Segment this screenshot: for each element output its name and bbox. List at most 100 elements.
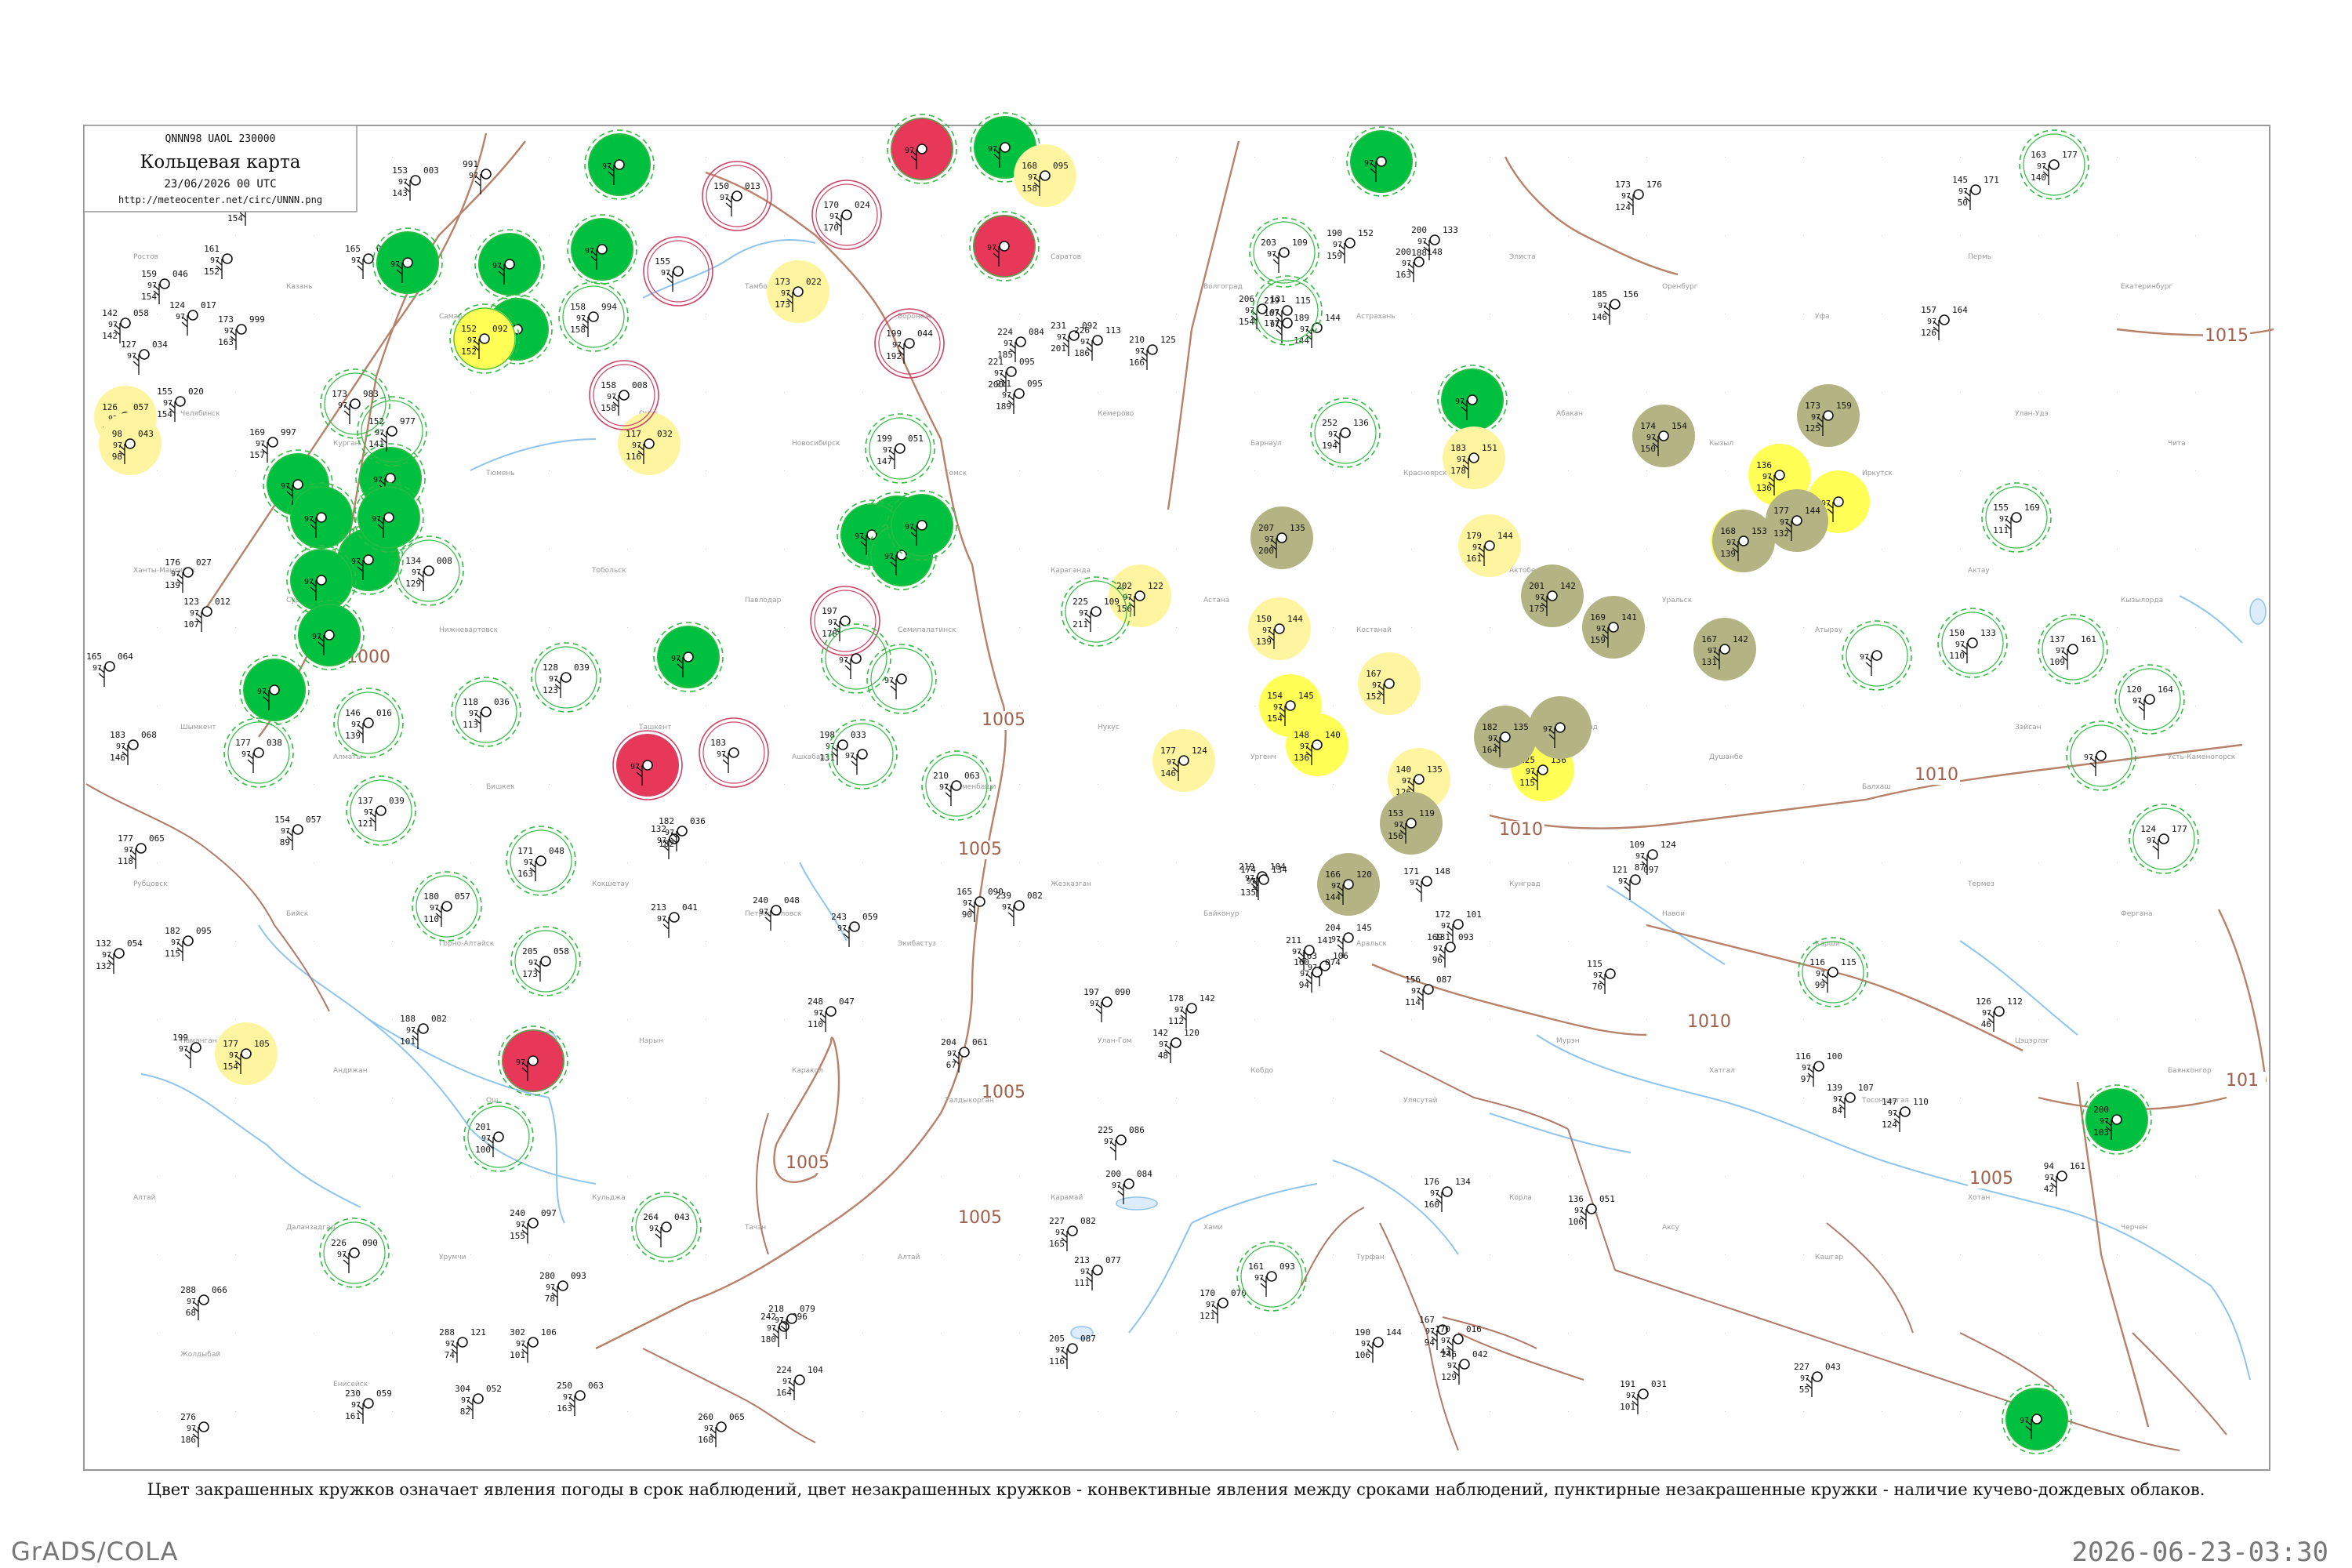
wind-barb bbox=[1817, 416, 1824, 436]
station-temp-value: 304 bbox=[455, 1384, 470, 1394]
station-pressure-value: 135 bbox=[1427, 764, 1443, 775]
station-dewpoint-value: 159 bbox=[1590, 635, 1606, 645]
place-name-label: Саратов bbox=[1051, 253, 1081, 261]
station-pressure-value: 039 bbox=[389, 796, 405, 806]
station-temp-value: 94 bbox=[2044, 1161, 2055, 1171]
wind-barb bbox=[2042, 165, 2049, 185]
wind-barb bbox=[1272, 252, 1279, 273]
station-cloud-cover bbox=[1453, 919, 1464, 930]
wind-barb bbox=[1624, 880, 1631, 900]
wind-barb bbox=[176, 572, 183, 593]
station-visibility-value: 97 bbox=[351, 720, 361, 729]
station-visibility-value: 97 bbox=[312, 633, 321, 641]
station-visibility-value: 97 bbox=[1958, 187, 1968, 196]
station-cloud-cover bbox=[771, 905, 782, 916]
station-pressure-value: 051 bbox=[1599, 1194, 1615, 1204]
wind-barb bbox=[590, 249, 597, 270]
station-cloud-cover bbox=[457, 1337, 468, 1348]
wind-barb bbox=[860, 535, 867, 555]
station-visibility-value: 97 bbox=[947, 1050, 956, 1058]
station-cloud-cover bbox=[292, 479, 303, 490]
station-pressure-value: 097 bbox=[1643, 865, 1659, 875]
station-cloud-cover bbox=[1633, 189, 1644, 200]
wind-barb bbox=[1652, 436, 1659, 456]
isobar-line bbox=[2076, 1081, 2150, 1428]
wind-barb bbox=[1580, 1209, 1587, 1229]
wind-barb bbox=[1461, 400, 1468, 420]
cumulonimbus-ring bbox=[2019, 129, 2089, 200]
station-cloud-cover bbox=[2158, 833, 2169, 844]
wind-barb bbox=[1933, 320, 1940, 340]
convective-inner-ring bbox=[397, 539, 460, 602]
river-line bbox=[140, 1073, 361, 1208]
wind-barb bbox=[310, 517, 317, 538]
station-temp-value: 173 bbox=[218, 314, 234, 325]
place-name-label: Алтай bbox=[898, 1254, 920, 1261]
station-cloud-cover bbox=[1547, 590, 1558, 601]
station-cloud-cover bbox=[1586, 1203, 1597, 1214]
station-visibility-value: 97 bbox=[481, 1134, 491, 1143]
station-visibility-value: 97 bbox=[1726, 539, 1736, 547]
station-pressure-value: 148 bbox=[1427, 247, 1443, 257]
station-cloud-cover bbox=[125, 438, 136, 449]
station-cloud-cover bbox=[535, 855, 546, 866]
station-pressure-value: 112 bbox=[2007, 996, 2023, 1007]
station-cloud-cover bbox=[349, 1247, 360, 1258]
station-cloud-cover bbox=[350, 398, 361, 409]
convective-inner-ring bbox=[814, 590, 877, 652]
station-cloud-cover bbox=[1500, 731, 1511, 742]
station-visibility-value: 97 bbox=[1999, 515, 2009, 524]
place-name-label: Корла bbox=[1509, 1194, 1532, 1202]
place-name-label: Аксу bbox=[1662, 1224, 1680, 1232]
station-temp-value: 302 bbox=[510, 1327, 525, 1338]
station-plot: 97 bbox=[988, 142, 1011, 168]
place-name-label: Навои bbox=[1662, 910, 1685, 918]
station-cloud-cover bbox=[1257, 303, 1268, 314]
station-cloud-cover bbox=[1319, 960, 1330, 971]
station-pressure-value: 061 bbox=[972, 1037, 988, 1047]
isobar-line bbox=[595, 171, 1007, 1350]
station-cloud-cover bbox=[673, 266, 684, 277]
station-temp-value: 231 bbox=[1051, 321, 1066, 331]
station-temp-value: 146 bbox=[345, 708, 361, 718]
station-temp-value: 205 bbox=[522, 946, 538, 956]
convective-inner-ring bbox=[2042, 618, 2104, 681]
river-line bbox=[799, 862, 848, 942]
station-visibility-value: 97 bbox=[256, 440, 265, 448]
place-name-label: Байконур bbox=[1203, 910, 1240, 918]
station-dewpoint-value: 152 bbox=[204, 267, 220, 277]
station-pressure-value: 159 bbox=[1836, 401, 1852, 411]
wind-barb bbox=[1337, 938, 1344, 958]
station-cloud-cover bbox=[731, 191, 742, 201]
station-pressure-value: 068 bbox=[141, 730, 157, 740]
convective-inner-ring bbox=[593, 364, 655, 426]
border-line bbox=[642, 1348, 816, 1443]
station-cloud-cover bbox=[1091, 606, 1102, 617]
station-temp-value: 136 bbox=[1756, 460, 1772, 470]
station-dewpoint-value: 158 bbox=[570, 325, 586, 335]
station-cloud-cover bbox=[1147, 344, 1158, 355]
place-name-label: Уральск bbox=[1662, 597, 1693, 604]
border-line bbox=[1442, 1316, 1537, 1349]
place-name-label: Горно-Алтайск bbox=[439, 940, 495, 948]
wind-barb bbox=[637, 444, 644, 464]
station-temp-value: 190 bbox=[1327, 228, 1342, 238]
ringed-station: 97 bbox=[1346, 126, 1417, 197]
station-pressure-value: 144 bbox=[1497, 531, 1513, 541]
station-visibility-value: 97 bbox=[1364, 159, 1374, 168]
station-pressure-value: 095 bbox=[196, 926, 212, 936]
station-temp-value: 139 bbox=[1827, 1083, 1842, 1093]
cumulonimbus-ring bbox=[506, 826, 576, 896]
